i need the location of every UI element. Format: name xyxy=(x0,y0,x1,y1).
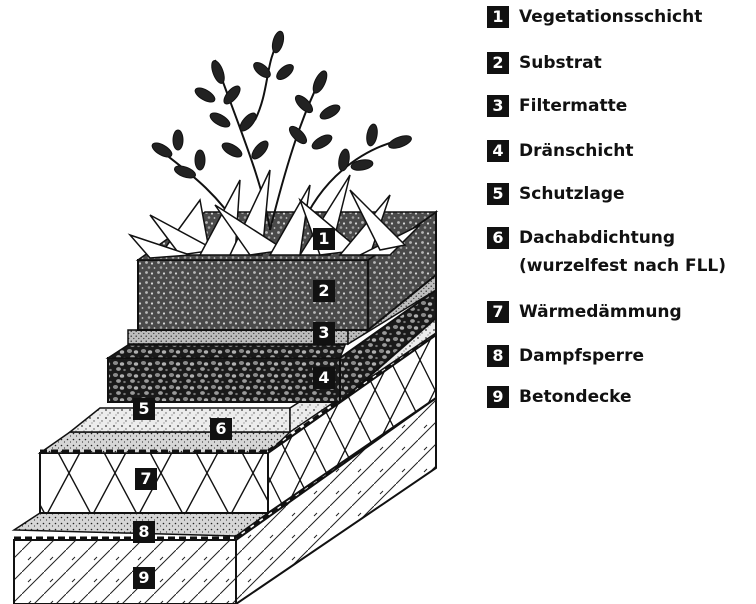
legend-item-7: 7 Wärmedämmung xyxy=(487,301,682,323)
legend-label-2: Substrat xyxy=(519,52,602,74)
layer-marker-7: 7 xyxy=(135,468,157,490)
legend-label-6-line1: Dachabdichtung xyxy=(519,228,675,248)
legend-label-8: Dampfsperre xyxy=(519,345,644,367)
layer-marker-8: 8 xyxy=(133,521,155,543)
legend-number-5: 5 xyxy=(487,183,509,205)
layer-marker-4: 4 xyxy=(313,367,335,389)
legend-number-3: 3 xyxy=(487,95,509,117)
layer-marker-5: 5 xyxy=(133,398,155,420)
legend-number-9: 9 xyxy=(487,386,509,408)
legend-item-2: 2 Substrat xyxy=(487,52,602,74)
legend-number-8: 8 xyxy=(487,345,509,367)
layer-marker-6: 6 xyxy=(210,418,232,440)
legend-item-1: 1 Vegetationsschicht xyxy=(487,6,702,28)
leaf-icon xyxy=(150,30,413,180)
legend-item-6: 6 Dachabdichtung (wurzelfest nach FLL) xyxy=(487,227,726,277)
legend-label-7: Wärmedämmung xyxy=(519,301,682,323)
legend-number-1: 1 xyxy=(487,6,509,28)
legend-label-6-line2: (wurzelfest nach FLL) xyxy=(519,255,726,277)
legend-number-4: 4 xyxy=(487,140,509,162)
legend-item-8: 8 Dampfsperre xyxy=(487,345,644,367)
legend-label-9: Betondecke xyxy=(519,386,632,408)
layer-marker-9: 9 xyxy=(133,567,155,589)
legend-label-1: Vegetationsschicht xyxy=(519,6,702,28)
legend-label-4: Dränschicht xyxy=(519,140,634,162)
legend-item-4: 4 Dränschicht xyxy=(487,140,634,162)
plant-fern-icon xyxy=(160,40,400,230)
legend-item-9: 9 Betondecke xyxy=(487,386,632,408)
layer-marker-1: 1 xyxy=(313,228,335,250)
layer-marker-3: 3 xyxy=(313,322,335,344)
legend-label-5: Schutzlage xyxy=(519,183,625,205)
legend-number-6: 6 xyxy=(487,227,509,249)
legend-item-5: 5 Schutzlage xyxy=(487,183,625,205)
legend-number-2: 2 xyxy=(487,52,509,74)
legend-label-6: Dachabdichtung (wurzelfest nach FLL) xyxy=(519,227,726,277)
legend-number-7: 7 xyxy=(487,301,509,323)
legend-label-3: Filtermatte xyxy=(519,95,627,117)
legend-item-3: 3 Filtermatte xyxy=(487,95,627,117)
layer-marker-2: 2 xyxy=(313,280,335,302)
